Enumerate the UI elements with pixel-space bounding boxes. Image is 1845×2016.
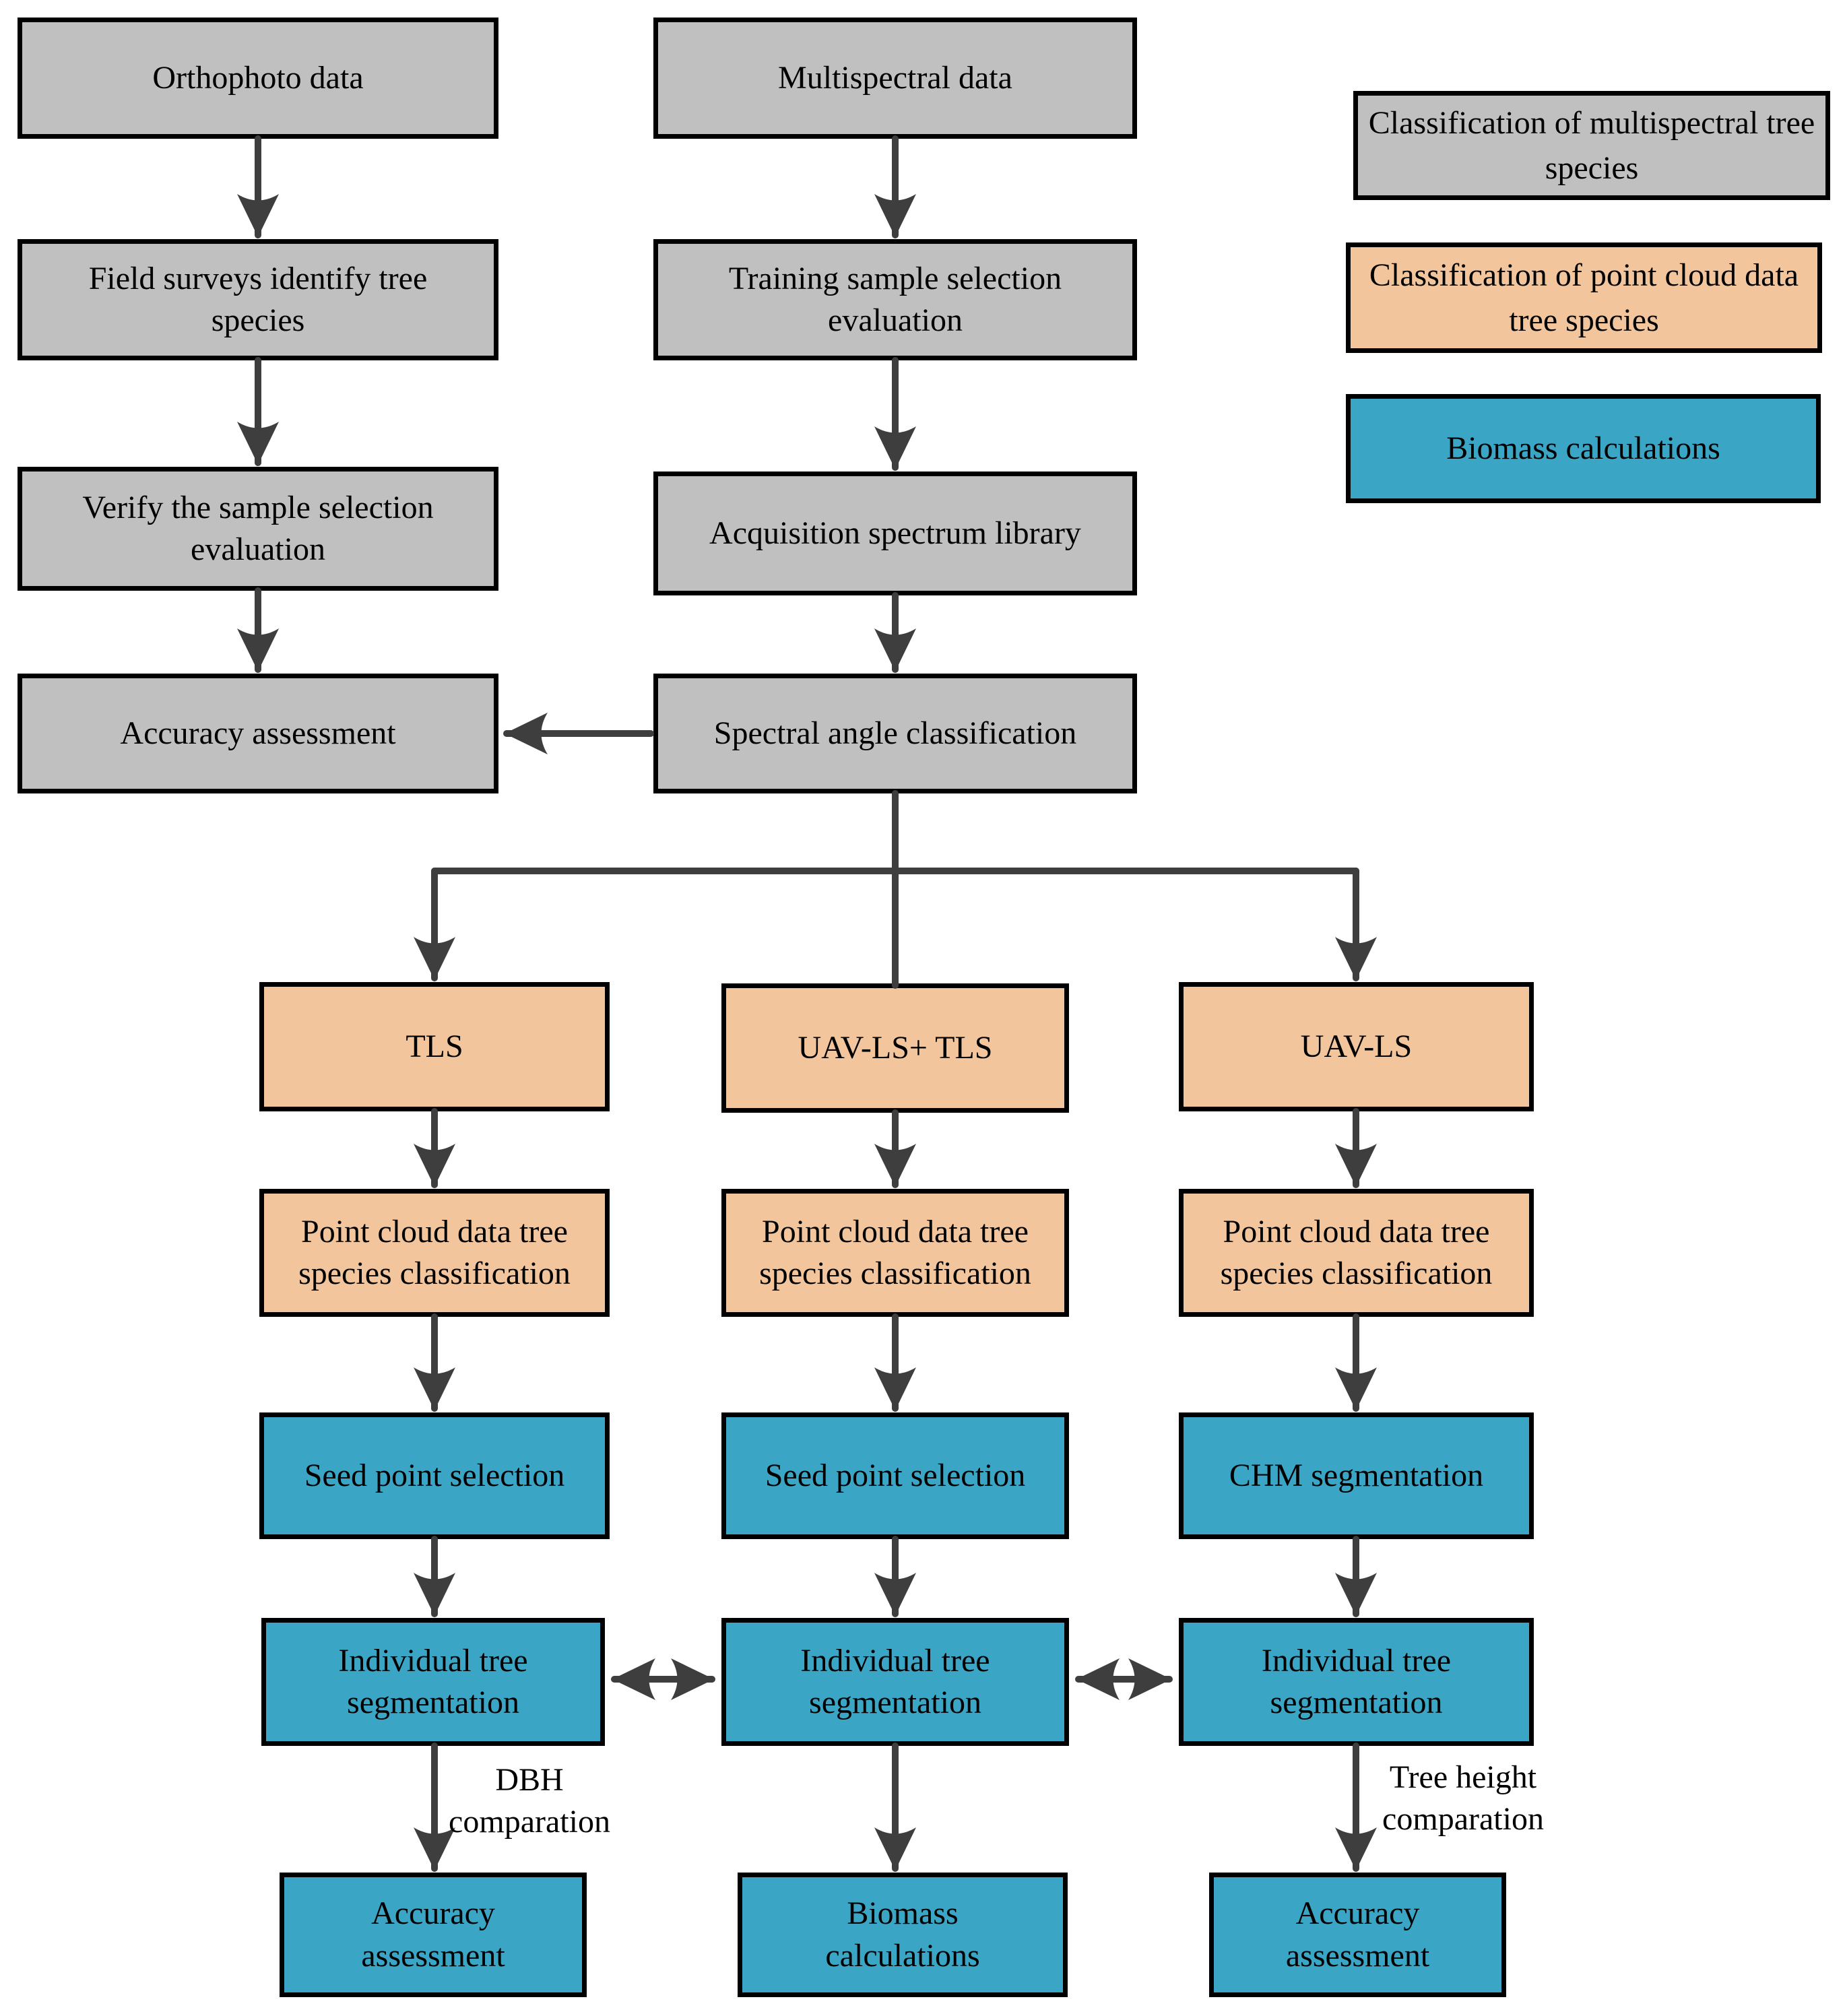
legend-item-biomass: Biomass calculations — [1346, 394, 1821, 503]
legend-item-multispectral: Classification of multispectral tree spe… — [1353, 91, 1830, 200]
node-training-sample-selection: Training sample selection evaluation — [653, 239, 1137, 360]
node-accuracy-assessment-tree-height: Accuracy assessment — [1209, 1873, 1506, 1997]
node-uav-ls-tls: UAV-LS+ TLS — [721, 983, 1069, 1113]
node-individual-tree-segmentation-tls: Individual tree segmentation — [261, 1618, 605, 1746]
node-point-cloud-classification-uav: Point cloud data tree species classifica… — [1179, 1189, 1534, 1317]
node-seed-point-selection-tls: Seed point selection — [259, 1412, 610, 1539]
edge-label-dbh-comparation: DBH comparation — [449, 1762, 610, 1840]
node-orthophoto-data: Orthophoto data — [18, 18, 498, 139]
node-accuracy-assessment-dbh: Accuracy assessment — [280, 1873, 587, 1997]
node-point-cloud-classification-uav-tls: Point cloud data tree species classifica… — [721, 1189, 1069, 1317]
edge-label-tree-height-comparation: Tree height comparation — [1382, 1759, 1544, 1838]
node-accuracy-assessment-multispectral: Accuracy assessment — [18, 674, 498, 793]
node-chm-segmentation: CHM segmentation — [1179, 1412, 1534, 1539]
node-individual-tree-segmentation-uav-tls: Individual tree segmentation — [721, 1618, 1069, 1746]
node-biomass-calculations: Biomass calculations — [738, 1873, 1068, 1997]
node-acquisition-spectrum-library: Acquisition spectrum library — [653, 472, 1137, 595]
node-uav-ls: UAV-LS — [1179, 982, 1534, 1111]
node-point-cloud-classification-tls: Point cloud data tree species classifica… — [259, 1189, 610, 1317]
node-spectral-angle-classification: Spectral angle classification — [653, 674, 1137, 793]
node-field-surveys: Field surveys identify tree species — [18, 239, 498, 360]
node-tls: TLS — [259, 982, 610, 1111]
node-verify-sample-selection: Verify the sample selection evaluation — [18, 467, 498, 591]
node-individual-tree-segmentation-uav: Individual tree segmentation — [1179, 1618, 1534, 1746]
node-multispectral-data: Multispectral data — [653, 18, 1137, 139]
legend-item-point-cloud: Classification of point cloud data tree … — [1346, 242, 1822, 353]
node-seed-point-selection-uav-tls: Seed point selection — [721, 1412, 1069, 1539]
